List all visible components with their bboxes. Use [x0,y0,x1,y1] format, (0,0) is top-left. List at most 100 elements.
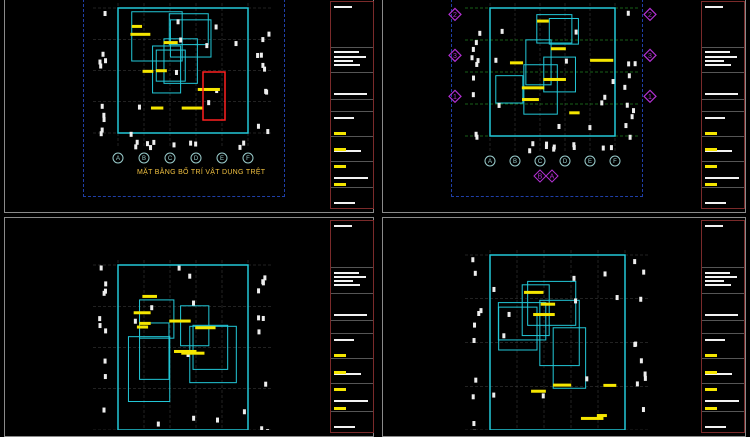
dimension-text [631,114,634,119]
dimension-text [175,70,178,75]
dimension-text [104,281,107,286]
room-wall [169,14,208,45]
dimension-text [612,79,615,84]
room-label [132,25,142,28]
dimension-text [243,409,246,414]
room-label [151,107,163,110]
dimension-text [257,315,260,320]
dimension-text [98,60,101,65]
dimension-text [626,103,629,108]
dimension-text [262,280,265,285]
dimension-text [575,30,578,35]
grid-label: E [220,156,224,162]
grid-label: C [168,156,173,162]
grid-label: B [513,159,517,165]
dimension-text [102,52,105,57]
dimension-text [205,43,208,48]
dimension-text [585,376,588,381]
dimension-text [262,316,265,321]
room-label [510,61,523,64]
axis-marker-label: 3 [453,53,457,60]
dimension-text [602,146,605,151]
dimension-text [492,287,495,292]
dimension-text [634,61,637,66]
dimension-text [263,67,266,72]
room-wall [553,328,585,388]
dimension-text [134,319,137,324]
room-label [533,313,555,316]
dimension-text [473,323,476,328]
grid-label: F [246,156,250,162]
dimension-text [264,382,267,387]
dimension-text [260,426,263,430]
room-label [551,47,566,50]
dimension-text [610,145,613,150]
dimension-text [189,141,192,146]
room-label [139,322,150,325]
dimension-text [104,328,107,333]
room-label [195,326,215,329]
dimension-text [192,301,195,306]
dimension-text [99,323,102,328]
dimension-text [479,308,482,313]
grid-label: E [588,159,592,165]
room-wall [132,12,182,61]
room-label [543,78,566,81]
dimension-text [260,53,263,58]
dimension-text [130,132,133,137]
dimension-text [104,359,107,364]
dimension-text [149,145,152,150]
room-label [156,69,167,72]
axis-marker-label: 2 [648,12,652,19]
dimension-text [473,338,476,343]
dimension-text [588,125,591,130]
dimension-text [475,40,478,45]
room-label [134,311,151,314]
dimension-text [627,61,630,66]
dimension-text [188,274,191,279]
dimension-text [178,266,181,271]
dimension-text [157,422,160,427]
dimension-text [104,289,107,294]
dimension-text [194,142,197,147]
grid-label: B [142,156,146,162]
dimension-text [264,89,267,94]
room-label [522,86,544,89]
dimension-text [150,305,153,310]
room-label [143,70,154,73]
dimension-text [542,393,545,398]
dimension-text [104,374,107,379]
dimension-text [502,333,505,338]
dimension-text [475,135,478,140]
dimension-text [474,378,477,383]
dimension-text [138,105,141,110]
dimension-text [238,145,241,150]
dimension-text [604,271,607,276]
dimension-text [628,73,631,78]
dimension-text [633,259,636,264]
dimension-text [632,108,635,113]
dimension-text [557,124,560,129]
dimension-text [235,41,238,46]
dimension-text [639,297,642,302]
dimension-text [266,129,269,134]
dimension-text [101,104,104,109]
dimension-text [472,92,475,97]
room-label [597,414,607,417]
dimension-text [494,58,497,63]
dimension-text [508,312,511,317]
dimension-text [553,145,556,150]
dimension-text [644,372,647,377]
room-label [198,88,220,91]
dimension-text [471,55,474,60]
dimension-text [501,29,504,34]
room-label [522,98,539,101]
dimension-text [256,53,259,58]
room-label [137,326,148,329]
dimension-text [104,11,107,16]
dimension-text [477,58,480,63]
dimension-text [640,358,643,363]
dimension-text [98,316,101,321]
dimension-text [600,100,603,105]
